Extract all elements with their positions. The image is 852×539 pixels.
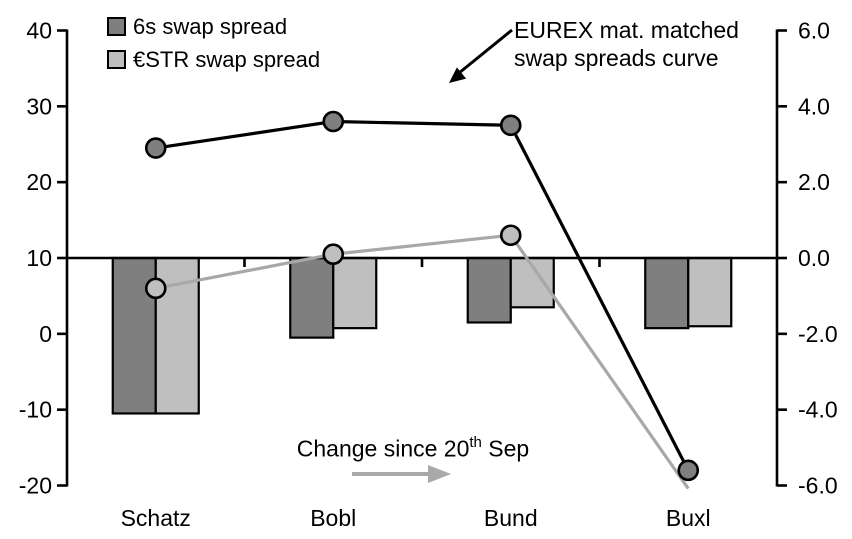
left-axis-tick-label: 40 <box>26 18 52 44</box>
curve-annotation-text: EUREX mat. matched swap spreads curve <box>514 17 739 71</box>
right-axis-tick-label: 2.0 <box>798 169 830 195</box>
left-axis-tick-label: 0 <box>39 321 52 347</box>
legend-label-estr: €STR swap spread <box>133 46 321 72</box>
bar-estr-buxl <box>687 256 733 328</box>
left-axis-tick-label: 20 <box>26 169 52 195</box>
x-axis-label-buxl: Buxl <box>666 505 711 531</box>
chart-legend: 6s swap spread €STR swap spread <box>107 10 320 76</box>
series-line-estr <box>155 233 690 490</box>
marker-6s-buxl <box>677 459 700 482</box>
bar-estr-bobl <box>332 256 378 330</box>
right-axis-tick-label: -2.0 <box>798 321 838 347</box>
marker-6s-bund <box>499 114 522 137</box>
change-annotation-text: Change since 20th Sep <box>278 434 548 463</box>
marker-estr-bobl <box>322 243 345 266</box>
curve-annotation-arrow-head-icon <box>449 67 467 83</box>
legend-item-6s: 6s swap spread <box>107 10 320 43</box>
x-axis-label-bund: Bund <box>484 505 538 531</box>
change-annotation-suffix: Sep <box>481 435 530 462</box>
left-axis-tick-label: -20 <box>19 473 52 499</box>
left-axis-tick-label: 30 <box>26 93 52 119</box>
marker-estr-bund <box>499 224 522 247</box>
legend-item-estr: €STR swap spread <box>107 43 320 76</box>
right-axis-tick-label: 4.0 <box>798 93 830 119</box>
legend-swatch-6s-icon <box>107 17 126 36</box>
marker-estr-schatz <box>144 277 167 300</box>
series-line-6s <box>155 119 690 472</box>
bar-6s-bobl <box>289 256 335 339</box>
marker-6s-schatz <box>144 137 167 159</box>
x-axis-label-schatz: Schatz <box>121 505 191 531</box>
right-axis-tick-label: 0.0 <box>798 245 830 271</box>
change-annotation-superscript: th <box>469 434 482 451</box>
right-axis-tick-label: 6.0 <box>798 18 830 44</box>
right-axis-tick-label: -4.0 <box>798 397 838 423</box>
legend-swatch-estr-icon <box>107 50 126 69</box>
curve-annotation-arrow-shaft <box>458 28 513 75</box>
change-annotation-prefix: Change since 20 <box>296 435 470 462</box>
bar-6s-buxl <box>644 256 690 330</box>
bar-6s-bund <box>466 256 512 324</box>
change-annotation-arrow-head-icon <box>428 465 451 483</box>
marker-6s-bobl <box>322 110 345 133</box>
left-axis-tick-label: 10 <box>26 245 52 271</box>
x-axis-label-bobl: Bobl <box>310 505 356 531</box>
legend-label-6s: 6s swap spread <box>133 13 288 39</box>
left-axis-tick-label: -10 <box>19 397 52 423</box>
right-axis-tick-label: -6.0 <box>798 473 838 499</box>
